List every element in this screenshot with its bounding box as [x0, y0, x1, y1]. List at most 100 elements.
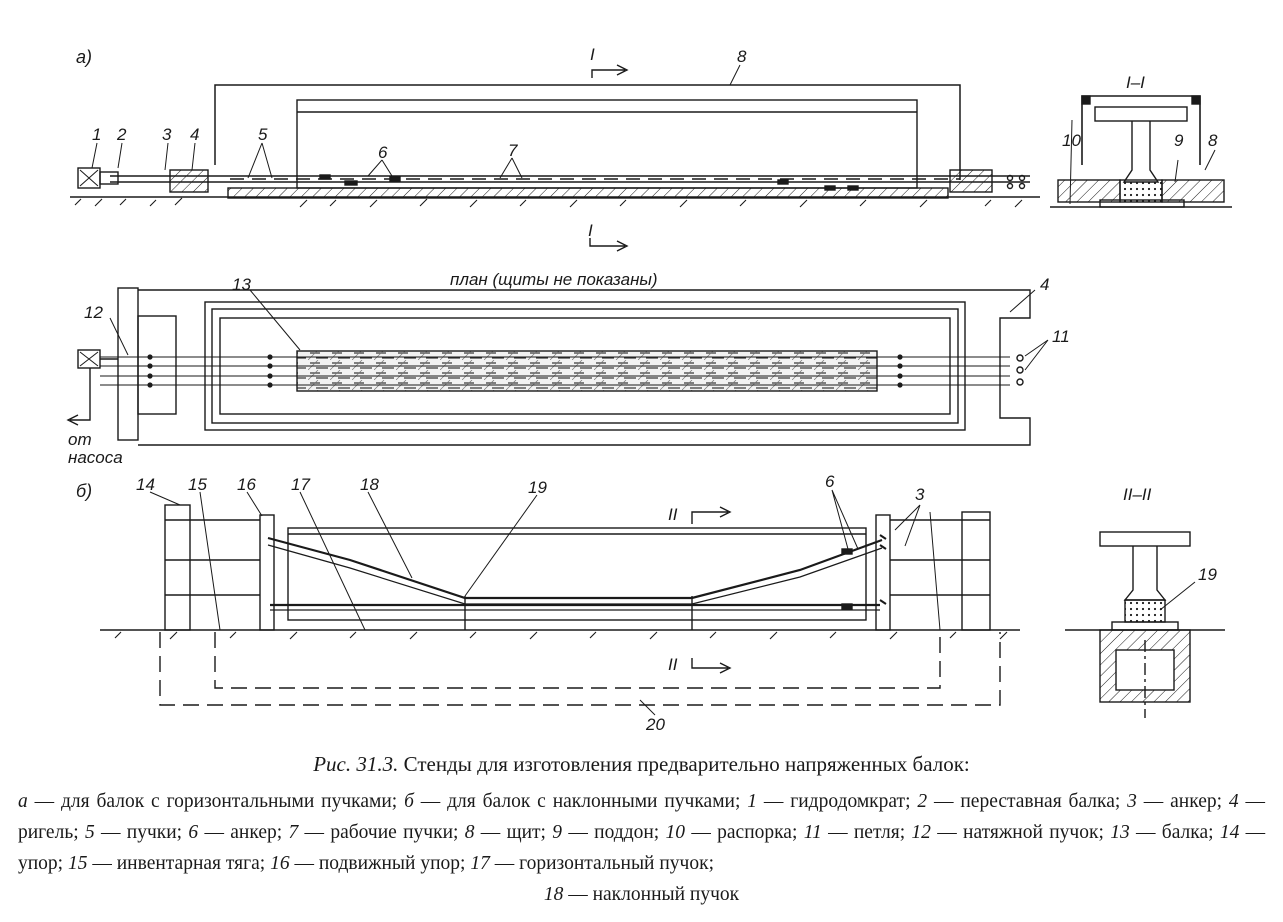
section-1-title: I–I: [1126, 73, 1145, 92]
legend-key: 18: [543, 884, 564, 905]
callout-16: 16: [237, 475, 256, 494]
legend-text: — гидродомкрат;: [757, 791, 911, 812]
legend-key: 4: [1228, 791, 1239, 812]
legend-item: 3 — анкер;: [1127, 791, 1222, 812]
legend-text: — ригель;: [18, 791, 1266, 843]
legend-key: 3: [1127, 791, 1137, 812]
legend-key: 16: [270, 853, 290, 874]
legend-text: — инвентарная тяга;: [87, 853, 266, 874]
legend-item: 4 — ригель;: [18, 791, 1265, 843]
callout-17: 17: [291, 475, 310, 494]
callout-19: 19: [528, 478, 547, 497]
legend-key: 6: [188, 822, 199, 843]
legend-text: — для балок с наклонными пучками;: [413, 791, 741, 812]
callout-6-b: 6: [825, 472, 835, 491]
legend-item: 13 — балка;: [1110, 822, 1213, 843]
legend-text: — анкер;: [1136, 791, 1223, 812]
legend-item: 18 — наклонный пучок: [18, 879, 1265, 910]
legend-text: — для балок с горизонтальными пучками;: [27, 791, 398, 812]
plan-note: план (щиты не показаны): [450, 270, 658, 289]
callout-3-b: 3: [915, 485, 925, 504]
section-1-1: [1050, 95, 1232, 208]
legend-text: — подвижный упор;: [289, 853, 466, 874]
legend-item: 9 — поддон;: [552, 822, 659, 843]
legend-item: 17 — горизонтальный пучок;: [470, 853, 714, 874]
legend-text: — поддон;: [562, 822, 660, 843]
callout-8-section: 8: [1208, 131, 1218, 150]
callout-15: 15: [188, 475, 207, 494]
pump-label-line2: насоса: [68, 448, 123, 467]
legend-item: 11 — петля;: [804, 822, 905, 843]
callout-5: 5: [258, 125, 268, 144]
callout-10: 10: [1062, 131, 1081, 150]
legend-item: 7 — рабочие пучки;: [288, 822, 458, 843]
legend-key: 1: [747, 791, 758, 812]
section-2-title: II–II: [1123, 485, 1152, 504]
legend-item: 1 — гидродомкрат;: [747, 791, 910, 812]
legend-key: 13: [1110, 822, 1130, 843]
legend-item: 6 — анкер;: [188, 822, 282, 843]
legend-key: 7: [288, 822, 299, 843]
legend-key: 12: [911, 822, 931, 843]
legend-item: б — для балок с наклонными пучками;: [404, 791, 740, 812]
panel-b-elevation: [100, 489, 1020, 716]
legend-text: — упор;: [18, 822, 1266, 874]
legend-key: 2: [917, 791, 928, 812]
legend-text: — переставная балка;: [927, 791, 1121, 812]
cut-mark-2-bottom: II: [668, 655, 678, 674]
legend-text: — анкер;: [198, 822, 283, 843]
legend-text: — натяжной пучок;: [930, 822, 1104, 843]
legend-key: 11: [803, 822, 822, 843]
callout-3: 3: [162, 125, 172, 144]
callout-12: 12: [84, 303, 103, 322]
callout-1: 1: [92, 125, 101, 144]
panel-b-label: б): [76, 481, 92, 501]
stand-diagram: а) б) I–I II–II I I II II план (щиты не …: [66, 45, 1232, 734]
plan-view: [66, 287, 1049, 446]
figure-number: Рис. 31.3.: [313, 752, 399, 776]
callout-plan-4: 4: [1040, 275, 1049, 294]
callout-6: 6: [378, 143, 388, 162]
legend-key: 8: [464, 822, 475, 843]
callout-4: 4: [190, 125, 199, 144]
legend-item: 12 — натяжной пучок;: [911, 822, 1103, 843]
legend-text: — распорка;: [685, 822, 798, 843]
callout-13: 13: [232, 275, 251, 294]
figure-legend: а — для балок с горизонтальными пучками;…: [18, 786, 1265, 910]
callout-19-section: 19: [1198, 565, 1217, 584]
cut-mark-2-top: II: [668, 505, 678, 524]
legend-item: 5 — пучки;: [85, 822, 182, 843]
callout-9: 9: [1174, 131, 1184, 150]
callout-18: 18: [360, 475, 379, 494]
cut-mark-1-bottom: I: [588, 221, 593, 240]
legend-key: 14: [1219, 822, 1240, 843]
legend-text: — рабочие пучки;: [298, 822, 459, 843]
legend-text: — щит;: [474, 822, 546, 843]
legend-item: 15 — инвентарная тяга;: [68, 853, 265, 874]
section-2-2: [1065, 531, 1225, 718]
callout-14: 14: [136, 475, 155, 494]
legend-text: — петля;: [821, 822, 906, 843]
legend-text: — балка;: [1129, 822, 1214, 843]
legend-item: 8 — щит;: [465, 822, 546, 843]
legend-text: — наклонный пучок: [563, 884, 740, 905]
legend-key: 17: [470, 853, 490, 874]
figure-title: Стенды для изготовления предварительно н…: [403, 752, 970, 776]
figure-caption: Рис. 31.3. Стенды для изготовления предв…: [0, 752, 1283, 777]
cut-mark-1-top: I: [590, 45, 595, 64]
legend-key: 15: [67, 853, 88, 874]
legend-item: 16 — подвижный упор;: [270, 853, 465, 874]
callout-11: 11: [1052, 327, 1070, 346]
callout-2: 2: [116, 125, 127, 144]
panel-a-elevation: [70, 64, 1040, 252]
legend-text: — пучки;: [94, 822, 183, 843]
callout-8: 8: [737, 47, 747, 66]
legend-item: 2 — переставная балка;: [917, 791, 1120, 812]
pump-label-line1: от: [68, 430, 92, 449]
legend-item: а — для балок с горизонтальными пучками;: [18, 791, 397, 812]
callout-20: 20: [645, 715, 665, 734]
legend-item: 10 — распорка;: [666, 822, 798, 843]
legend-key: а: [18, 791, 28, 812]
legend-key: 5: [84, 822, 95, 843]
